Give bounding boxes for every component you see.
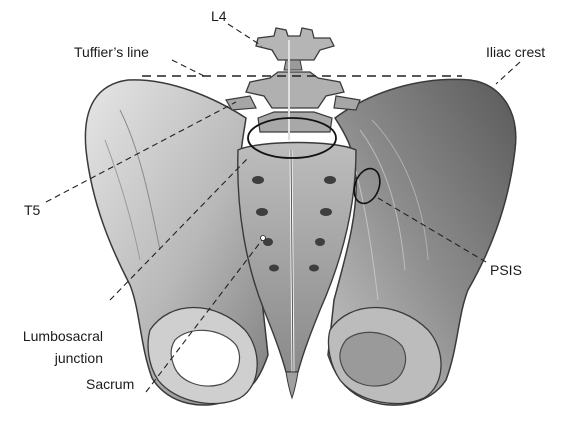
label-lumbosacral-line2: junction bbox=[9, 350, 103, 366]
label-psis: PSIS bbox=[490, 262, 522, 278]
label-tuffiers-line: Tuffier’s line bbox=[74, 44, 149, 60]
left-ilium bbox=[85, 80, 268, 405]
label-sacrum: Sacrum bbox=[86, 376, 134, 392]
label-t5: T5 bbox=[24, 202, 40, 218]
right-ilium bbox=[328, 79, 516, 405]
sacrum-marker bbox=[261, 236, 266, 241]
label-iliac-crest: Iliac crest bbox=[486, 44, 545, 60]
label-lumbosacral-line1: Lumbosacral bbox=[9, 328, 103, 344]
label-lumbosacral-junction: Lumbosacral junction bbox=[9, 328, 103, 366]
label-l4: L4 bbox=[211, 8, 227, 24]
